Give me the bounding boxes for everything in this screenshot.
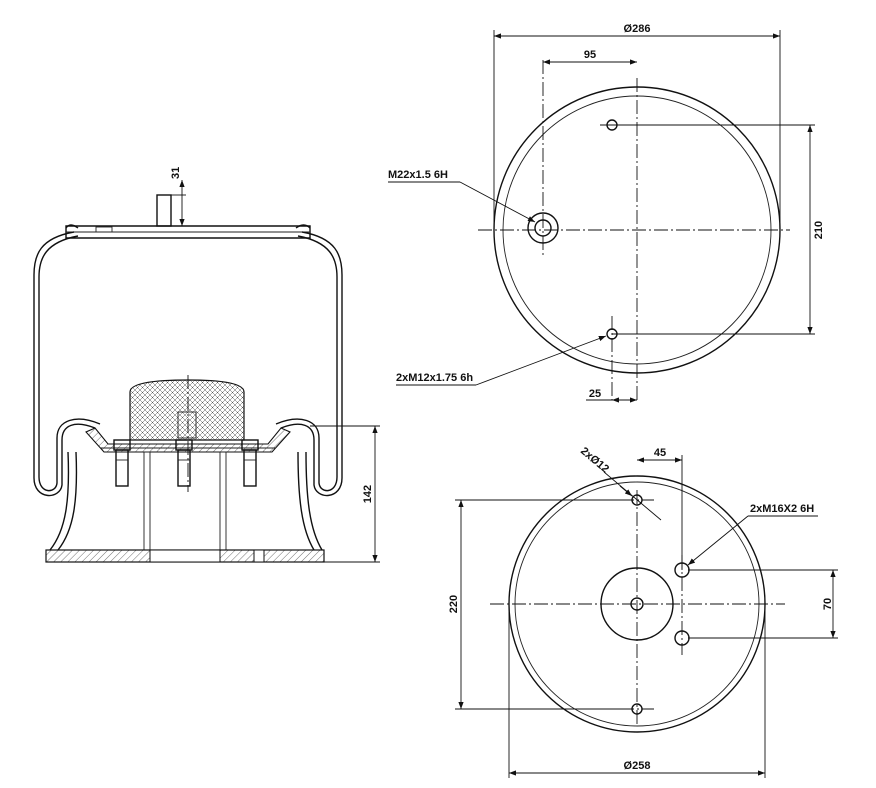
top-view: Ø286 95 210 25 M22x1.5 6H 2xM1 — [388, 23, 825, 403]
bottom-view: 2xØ12 45 2xM16X2 6H 220 70 — [448, 445, 838, 778]
dim-hole-dia-text: 2xØ12 — [578, 445, 611, 475]
dim-top-diameter: Ø286 — [493, 23, 781, 230]
dim-top-diameter-text: Ø286 — [624, 23, 651, 35]
dim-offset-45-text: 45 — [654, 447, 666, 459]
dim-spacing-70-text: 70 — [822, 598, 834, 610]
side-view: 31 142 — [33, 167, 380, 563]
dim-spacing-70: 70 — [688, 569, 838, 639]
dim-height-220-text: 220 — [448, 595, 460, 613]
mounting-pin — [156, 194, 172, 227]
leader-bottom-threads: 2xM16X2 6H — [687, 503, 818, 566]
dim-height-220: 220 — [448, 499, 632, 710]
dim-bottom-diameter: Ø258 — [508, 604, 766, 778]
dim-offset-45: 45 — [637, 447, 683, 570]
dim-offset-25-text: 25 — [589, 388, 601, 400]
top-plate — [65, 224, 311, 239]
bellows — [33, 231, 343, 497]
dim-offset-95-text: 95 — [584, 49, 596, 61]
internal-bumper — [129, 379, 245, 441]
side-holes — [600, 119, 624, 400]
label-side-threads: 2xM12x1.75 6h — [396, 372, 473, 384]
label-center-thread: M22x1.5 6H — [388, 169, 448, 181]
leader-center-thread: M22x1.5 6H — [388, 169, 536, 223]
label-bottom-threads: 2xM16X2 6H — [750, 503, 814, 515]
dim-hole-spacing: 210 — [612, 124, 825, 335]
dim-hole-spacing-text: 210 — [813, 221, 825, 239]
dim-offset-25: 25 — [586, 388, 637, 403]
dim-base-height: 142 — [310, 425, 380, 563]
leader-side-threads: 2xM12x1.75 6h — [396, 335, 607, 386]
dim-base-height-text: 142 — [362, 485, 374, 503]
dim-pin-height: 31 — [170, 167, 186, 226]
studs — [113, 439, 259, 487]
piston-body — [45, 451, 325, 563]
center-thread-hole — [527, 60, 559, 258]
dim-offset-95: 95 — [543, 49, 637, 65]
dim-bottom-diameter-text: Ø258 — [624, 760, 651, 772]
dim-pin-height-text: 31 — [170, 167, 182, 179]
